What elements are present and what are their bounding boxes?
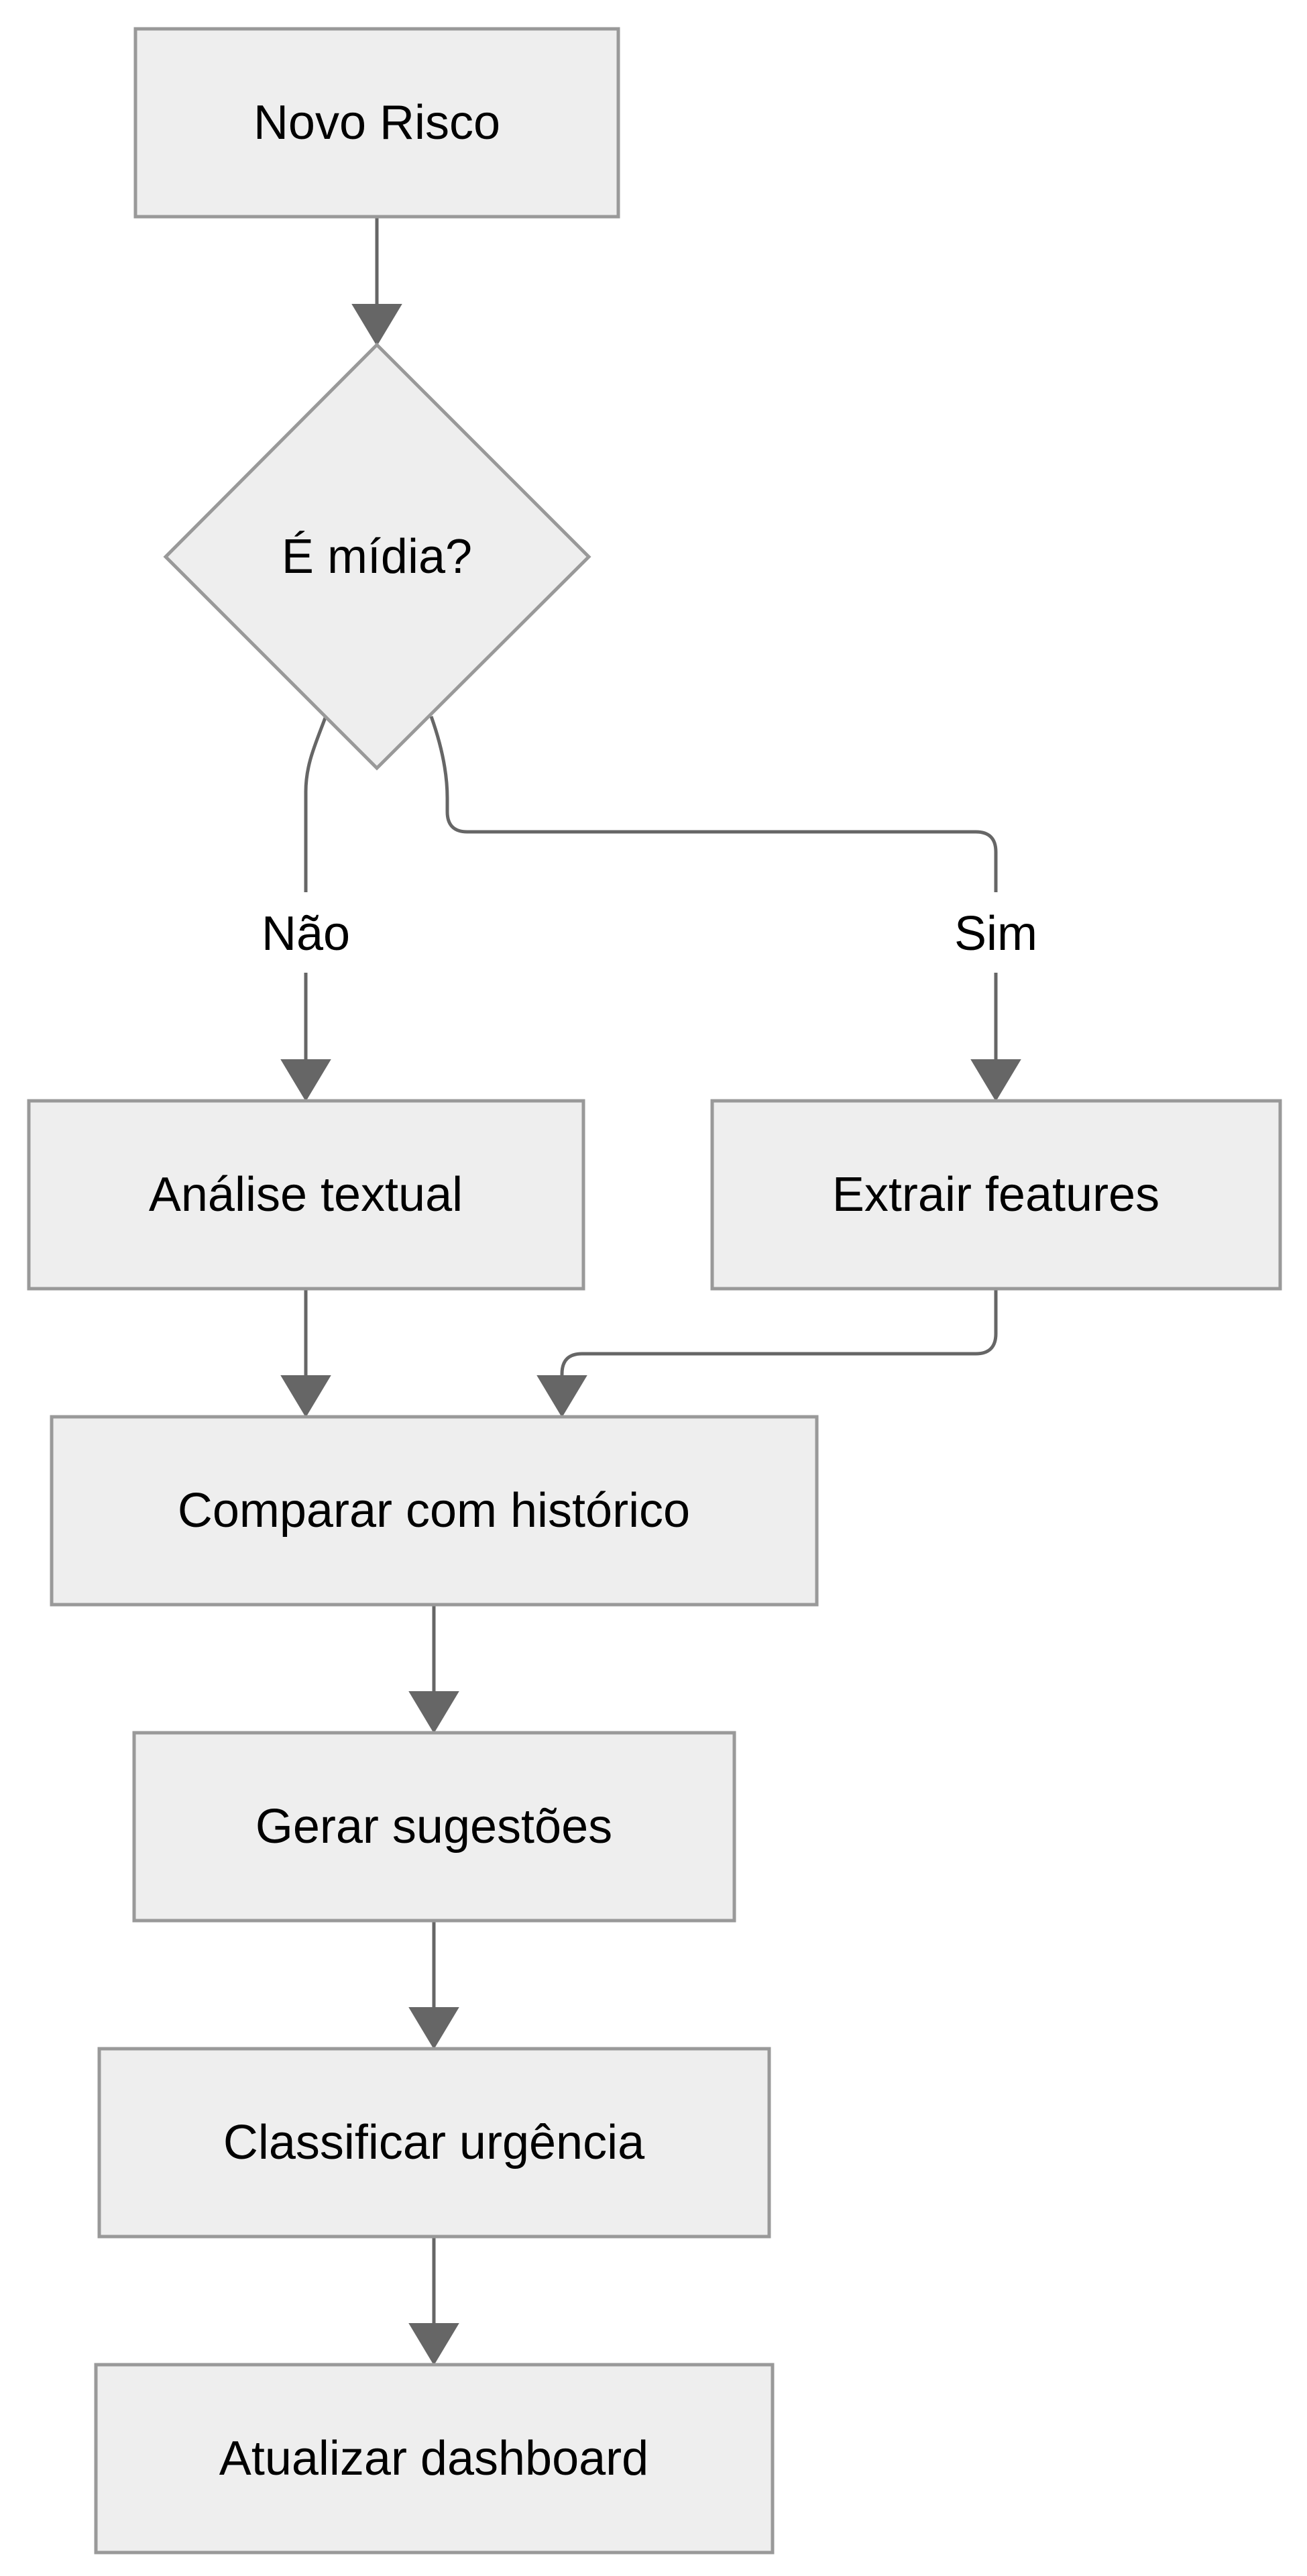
node-e-midia-label: É mídia? [282,530,472,584]
node-analise-textual: Análise textual [27,1099,585,1291]
edge-label-sim-text: Sim [954,907,1037,961]
node-atualizar-dashboard: Atualizar dashboard [94,2363,775,2555]
arrow-head-icon [408,2007,459,2049]
edge-label-nao: Não [248,892,363,973]
node-extrair-features-label: Extrair features [832,1168,1159,1222]
node-gerar-sugestoes-label: Gerar sugestões [255,1800,612,1854]
node-gerar-sugestoes: Gerar sugestões [132,1731,736,1923]
edge-extrair-features-to-comparar [560,1288,998,1379]
node-e-midia-decision: É mídia? [163,342,591,771]
node-extrair-features: Extrair features [710,1099,1282,1291]
node-analise-textual-label: Análise textual [149,1168,463,1222]
node-comparar-historico: Comparar com histórico [50,1415,819,1607]
arrow-head-icon [280,1059,331,1102]
arrow-head-icon [351,304,402,346]
edge-label-sim: Sim [942,892,1049,973]
node-novo-risco-label: Novo Risco [253,96,500,150]
node-novo-risco: Novo Risco [133,27,620,219]
node-comparar-historico-label: Comparar com histórico [178,1484,690,1538]
node-atualizar-dashboard-label: Atualizar dashboard [219,2432,648,2485]
arrow-head-icon [280,1375,331,1417]
arrow-head-icon [408,1691,459,1733]
edges [280,217,1021,2365]
arrow-head-icon [536,1375,587,1417]
node-classificar-urgencia-label: Classificar urgência [223,2116,645,2169]
edge-e-midia-to-extrair-features [429,716,998,1061]
node-classificar-urgencia: Classificar urgência [97,2047,771,2239]
arrow-head-icon [970,1059,1021,1102]
edge-e-midia-to-analise-textual [304,717,327,1061]
arrow-head-icon [408,2323,459,2365]
edge-label-nao-text: Não [262,907,350,961]
